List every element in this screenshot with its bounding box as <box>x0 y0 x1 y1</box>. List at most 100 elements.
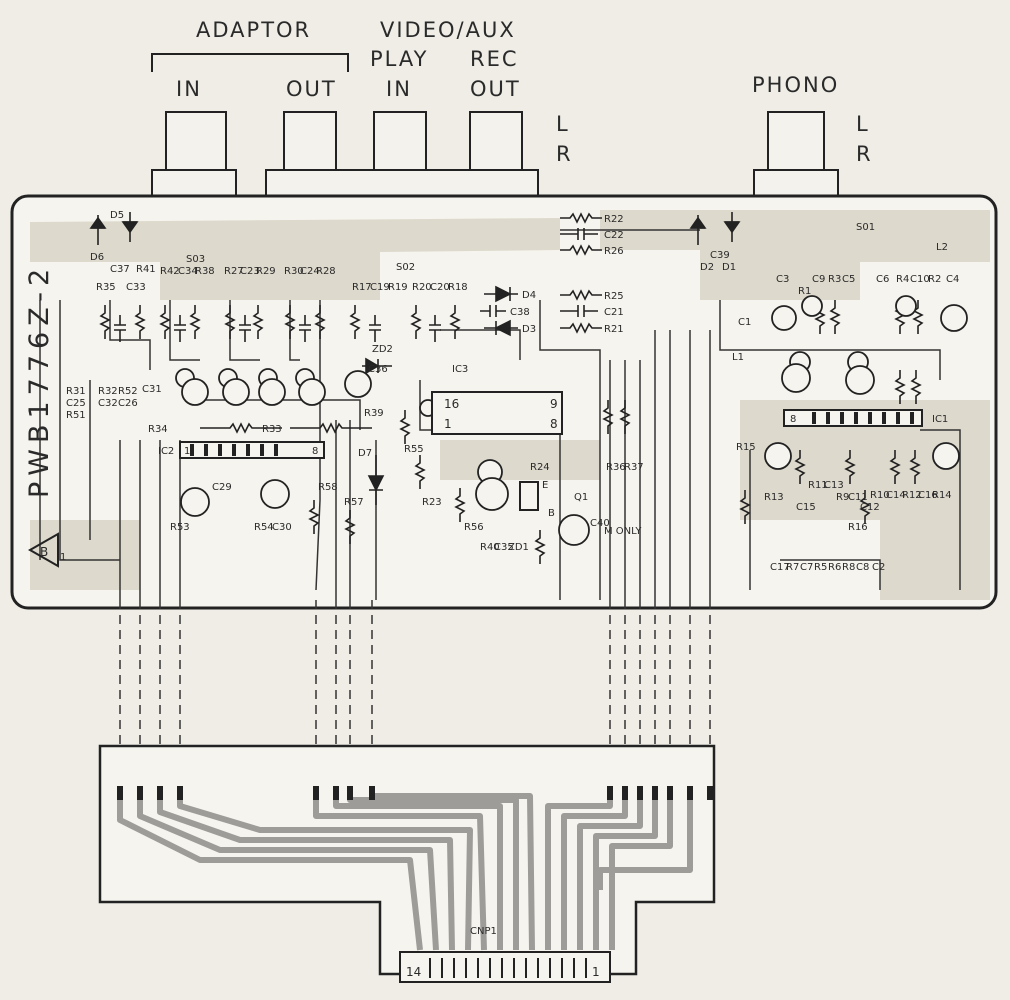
component-labels: D5 D6 C37 R35 R41 C33 R42 C34 R38 R27 C2… <box>66 210 959 573</box>
r19-label: R19 <box>388 282 408 293</box>
cnp1-pin14-label: 14 <box>406 965 421 979</box>
r52-label: R52 <box>118 386 138 397</box>
r26-label: R26 <box>604 246 624 257</box>
d5-label: D5 <box>110 210 124 221</box>
r10-label: R10 <box>870 490 890 501</box>
d1-label: D1 <box>722 262 736 273</box>
c2-label: C2 <box>872 562 885 573</box>
ic3-label: IC3 <box>452 364 468 375</box>
c21-label: C21 <box>604 307 624 318</box>
c10-label: C10 <box>910 274 930 285</box>
r12-label: R12 <box>902 490 922 501</box>
r17-label: R17 <box>352 282 372 293</box>
video-aux-label: VIDEO/AUX <box>380 18 516 42</box>
c35-label: C35 <box>494 542 514 553</box>
r20-label: R20 <box>412 282 432 293</box>
r51-label: R51 <box>66 410 86 421</box>
revision-triangle <box>27 532 59 568</box>
r57-label: R57 <box>344 497 364 508</box>
c39-label: C39 <box>710 250 730 261</box>
r6-label: R6 <box>828 562 841 573</box>
r55-label: R55 <box>404 444 424 455</box>
c33-label: C33 <box>126 282 146 293</box>
base-label: B <box>548 508 555 519</box>
r18-label: R18 <box>448 282 468 293</box>
r4-label: R4 <box>896 274 909 285</box>
r39-label: R39 <box>364 408 384 419</box>
r8-label: R8 <box>842 562 855 573</box>
l1-label: L1 <box>732 352 744 363</box>
play-label: PLAY <box>370 47 428 71</box>
r32-label: R32 <box>98 386 118 397</box>
r33-label: R33 <box>262 424 282 435</box>
r31-label: R31 <box>66 386 86 397</box>
r56-label: R56 <box>464 522 484 533</box>
ic1-label: IC1 <box>932 414 948 425</box>
q1-label: Q1 <box>574 492 588 503</box>
c3-label: C3 <box>776 274 789 285</box>
r2-label: R2 <box>928 274 941 285</box>
cnp1-pin1-label: 1 <box>592 965 600 979</box>
ic3-pin9-label: 9 <box>550 397 558 411</box>
emitter-label: E <box>542 480 548 491</box>
c16-label: C16 <box>918 490 938 501</box>
c7-label: C7 <box>800 562 813 573</box>
c15-label: C15 <box>796 502 816 513</box>
cnp1-connector <box>399 951 611 983</box>
ic-pins <box>190 412 914 456</box>
d2-label: D2 <box>700 262 714 273</box>
r3-label: R3 <box>828 274 841 285</box>
ic1-pin8-label: 8 <box>790 414 796 425</box>
d3-label: D3 <box>522 324 536 335</box>
c4-label: C4 <box>946 274 959 285</box>
r40-label: R40 <box>480 542 500 553</box>
d7-label: D7 <box>358 448 372 459</box>
ic3-pin16-label: 16 <box>444 397 459 411</box>
c22-label: C22 <box>604 230 624 241</box>
r16-label: R16 <box>848 522 868 533</box>
r21-label: R21 <box>604 324 624 335</box>
r37-label: R37 <box>624 462 644 473</box>
ic3-pin1-label: 1 <box>444 417 452 431</box>
r11-label: R11 <box>808 480 828 491</box>
r15-label: R15 <box>736 442 756 453</box>
c25-label: C25 <box>66 398 86 409</box>
c34-label: C34 <box>178 266 198 277</box>
d4-label: D4 <box>522 290 536 301</box>
r24-label: R24 <box>530 462 550 473</box>
r41-label: R41 <box>136 264 156 275</box>
r54-label: R54 <box>254 522 274 533</box>
r58-label: R58 <box>318 482 338 493</box>
c20-label: C20 <box>430 282 450 293</box>
r29-label: R29 <box>256 266 276 277</box>
c9-label: C9 <box>812 274 825 285</box>
c38-label: C38 <box>510 307 530 318</box>
r1-label: R1 <box>798 286 811 297</box>
c36-label: C36 <box>368 364 388 375</box>
ic-packages <box>179 391 923 511</box>
phono-left-channel-label: L <box>856 112 870 136</box>
c8-label: C8 <box>856 562 869 573</box>
r5-label: R5 <box>814 562 827 573</box>
zd1-label: ZD1 <box>508 542 529 553</box>
c26-label: C26 <box>118 398 138 409</box>
zd2-label: ZD2 <box>372 344 393 355</box>
c13-label: C13 <box>824 480 844 491</box>
c1-label: C1 <box>738 317 751 328</box>
r7-label: R7 <box>786 562 799 573</box>
r28-label: R28 <box>316 266 336 277</box>
r42-label: R42 <box>160 266 180 277</box>
rec-out-label: OUT <box>470 77 521 101</box>
r53-label: R53 <box>170 522 190 533</box>
left-channel-label: L <box>556 112 570 136</box>
ic2-pin1-label: 1 <box>184 446 190 457</box>
pcb-part-number: PWB1776Z-2 <box>24 263 55 498</box>
c23-label: C23 <box>240 266 260 277</box>
s03-label: S03 <box>186 254 205 265</box>
r36-label: R36 <box>606 462 626 473</box>
play-in-label: IN <box>386 77 412 101</box>
flex-board-pads <box>117 786 713 800</box>
cnp1-label: CNP1 <box>470 926 497 937</box>
m-only-label: M ONLY <box>604 526 642 537</box>
